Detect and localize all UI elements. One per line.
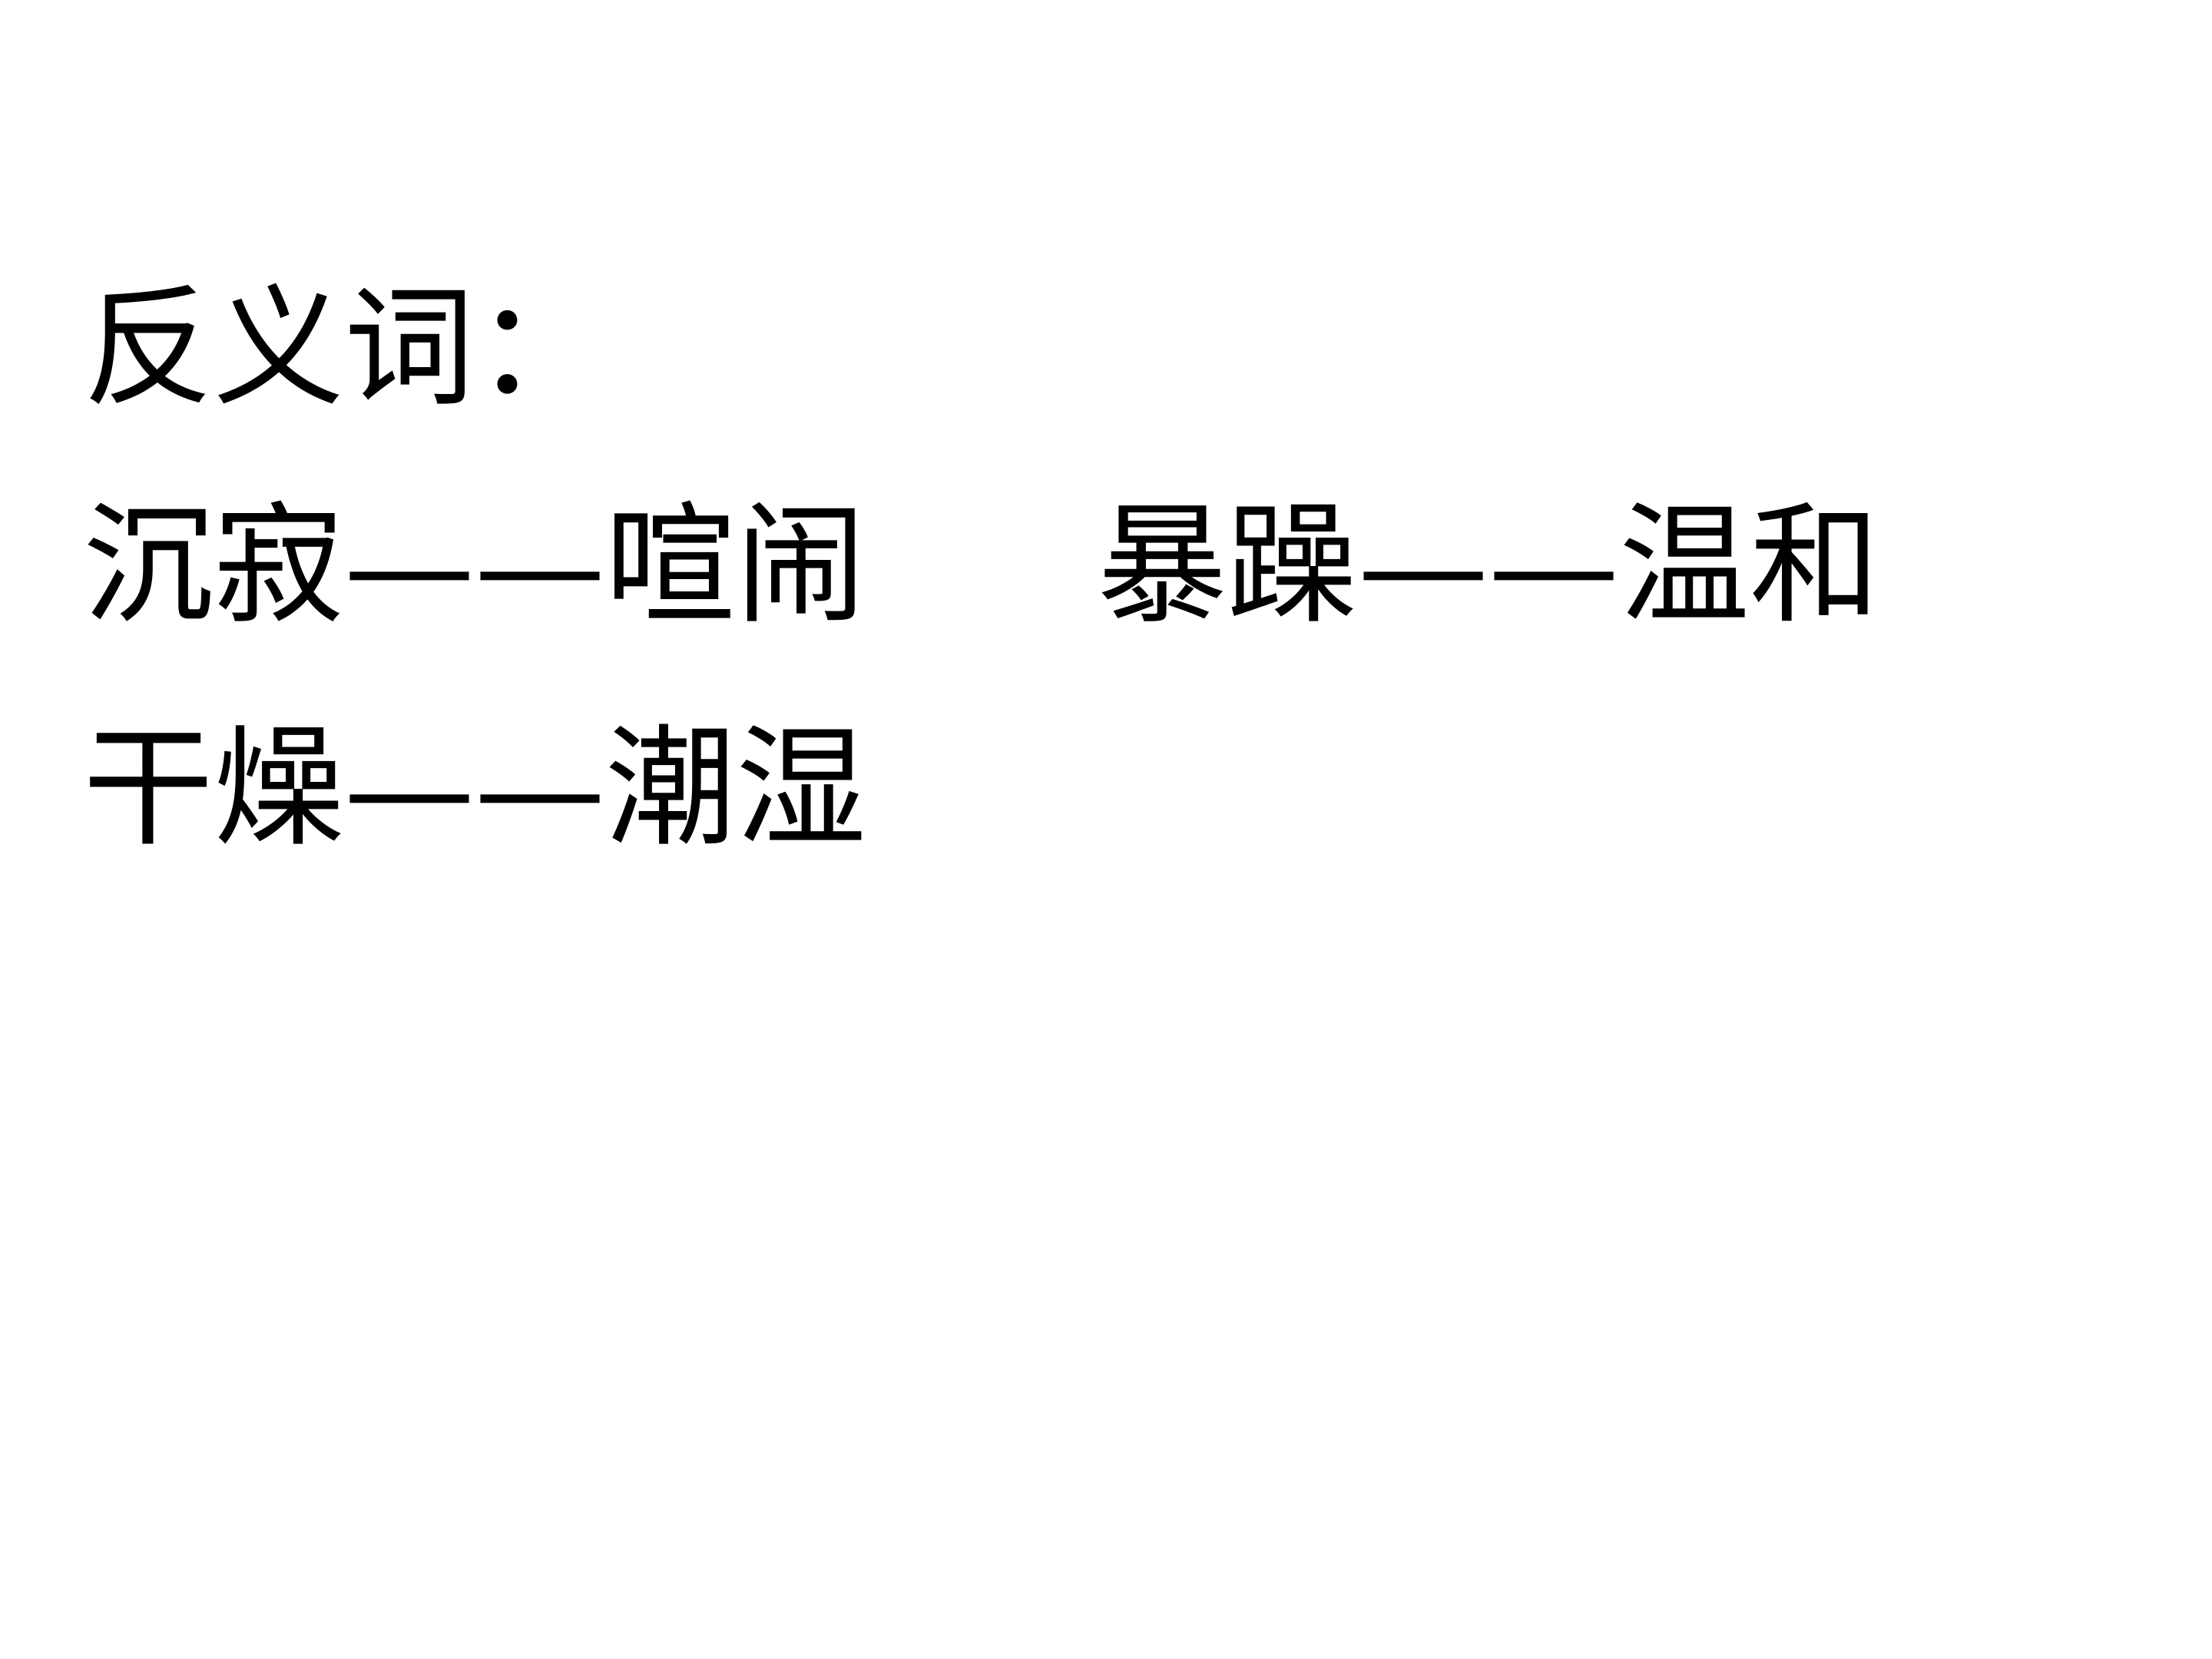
antonym-row: 干燥——潮湿 (83, 677, 2080, 900)
antonyms-text-block: 反义词： 沉寂——喧闹 暴躁——温和 干燥——潮湿 (83, 258, 2080, 900)
heading: 反义词： (83, 273, 606, 425)
antonym-row: 沉寂——喧闹 暴躁——温和 (83, 455, 2080, 677)
antonym-pair: 干燥——潮湿 (83, 713, 867, 865)
antonym-pair: 暴躁——温和 (1097, 490, 1881, 642)
antonym-pair: 沉寂——喧闹 (83, 490, 867, 642)
